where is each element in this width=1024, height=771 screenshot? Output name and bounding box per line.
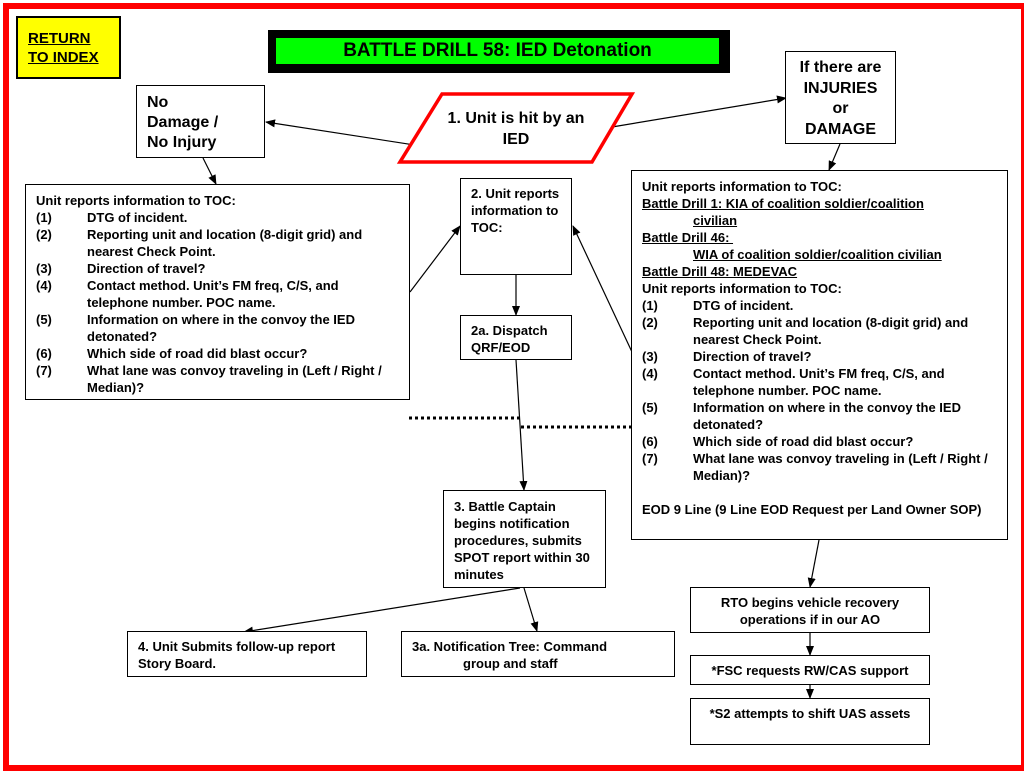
no-damage-line-3: No Injury bbox=[147, 134, 217, 151]
unit-reports-right-box: Unit reports information to TOC: Battle … bbox=[631, 170, 1008, 540]
battle-captain-box: 3. Battle Captain begins notification pr… bbox=[443, 490, 606, 588]
left-reports-list: (1)DTG of incident. (2)Reporting unit an… bbox=[36, 209, 391, 396]
battle-drill-46-label: Battle Drill 46: bbox=[642, 230, 734, 245]
injuries-box: If there are INJURIES or DAMAGE bbox=[785, 51, 896, 144]
arrow-injuries-to-reports bbox=[828, 143, 841, 171]
arrow-dispatch-to-captain bbox=[515, 359, 528, 491]
arrow-captain-to-notification bbox=[523, 587, 539, 632]
page-title: BATTLE DRILL 58: IED Detonation bbox=[276, 38, 719, 64]
notification-tree-box: 3a. Notification Tree: Command group and… bbox=[401, 631, 675, 677]
notification-line-2: group and staff bbox=[463, 656, 558, 671]
list-item: (2)Reporting unit and location (8-digit … bbox=[642, 315, 969, 347]
no-damage-line-2: Damage / bbox=[147, 114, 219, 131]
battle-drill-1-label: Battle Drill 1: KIA of coalition soldier… bbox=[642, 196, 924, 211]
arrow-right-reports-to-rto bbox=[807, 539, 820, 588]
injuries-line-4: DAMAGE bbox=[804, 120, 877, 138]
right-reports-header-2: Unit reports information to TOC: bbox=[642, 281, 842, 296]
rto-recovery-box: RTO begins vehicle recovery operations i… bbox=[690, 587, 930, 633]
eod-nine-line: EOD 9 Line (9 Line EOD Request per Land … bbox=[642, 502, 982, 517]
arrow-start-to-injuries bbox=[611, 95, 787, 128]
list-item: (5)Information on where in the convoy th… bbox=[642, 400, 961, 432]
s2-uas-box: *S2 attempts to shift UAS assets bbox=[690, 698, 930, 745]
battle-drill-48-label: Battle Drill 48: MEDEVAC bbox=[642, 264, 798, 279]
no-damage-box: No Damage / No Injury bbox=[136, 85, 265, 158]
battle-drill-1-cont: civilian bbox=[693, 213, 738, 228]
arrow-no-damage-to-reports bbox=[202, 157, 217, 185]
arrow-left-reports-to-center bbox=[409, 225, 461, 293]
list-item: (7)What lane was convoy traveling in (Le… bbox=[36, 363, 382, 395]
list-item: (2)Reporting unit and location (8-digit … bbox=[36, 227, 363, 259]
right-reports-list: (1)DTG of incident. (2)Reporting unit an… bbox=[642, 297, 997, 484]
unit-reports-center-box: 2. Unit reports information to TOC: bbox=[460, 178, 572, 275]
list-item: (3)Direction of travel? bbox=[36, 261, 206, 276]
return-line-2: TO INDEX bbox=[28, 49, 99, 66]
list-item: (5)Information on where in the convoy th… bbox=[36, 312, 355, 344]
list-item: (6)Which side of road did blast occur? bbox=[642, 434, 914, 449]
unit-reports-left-box: Unit reports information to TOC: (1)DTG … bbox=[25, 184, 410, 400]
return-line-1: RETURN bbox=[28, 30, 91, 47]
list-item: (7)What lane was convoy traveling in (Le… bbox=[642, 451, 988, 483]
list-item: (3)Direction of travel? bbox=[642, 349, 812, 364]
notification-line-1: 3a. Notification Tree: Command bbox=[412, 639, 608, 654]
list-item: (6)Which side of road did blast occur? bbox=[36, 346, 308, 361]
injuries-line-2: INJURIES bbox=[803, 79, 878, 97]
list-item: (1)DTG of incident. bbox=[642, 298, 794, 313]
battle-drill-46-cont: WIA of coalition soldier/coalition civil… bbox=[693, 247, 942, 262]
fsc-support-box: *FSC requests RW/CAS support bbox=[690, 655, 930, 685]
dispatch-qrf-box: 2a. Dispatch QRF/EOD bbox=[460, 315, 572, 360]
arrow-captain-to-follow-up bbox=[243, 587, 521, 635]
title-banner: BATTLE DRILL 58: IED Detonation bbox=[268, 30, 730, 73]
injuries-line-1: If there are bbox=[799, 59, 882, 76]
left-reports-header: Unit reports information to TOC: bbox=[36, 193, 236, 208]
injuries-line-3: or bbox=[832, 100, 849, 117]
right-reports-header: Unit reports information to TOC: bbox=[642, 179, 842, 194]
list-item: (4)Contact method. Unit’s FM freq, C/S, … bbox=[642, 366, 945, 398]
follow-up-box: 4. Unit Submits follow-up report Story B… bbox=[127, 631, 367, 677]
return-to-index-link[interactable]: RETURN TO INDEX bbox=[16, 16, 121, 79]
start-parallelogram bbox=[396, 92, 636, 164]
list-item: (4)Contact method. Unit’s FM freq, C/S, … bbox=[36, 278, 339, 310]
start-node-label: 1. Unit is hit by an IED bbox=[447, 110, 585, 148]
list-item: (1)DTG of incident. bbox=[36, 210, 188, 225]
arrow-right-reports-to-center bbox=[572, 225, 633, 353]
no-damage-line-1: No bbox=[147, 94, 169, 111]
